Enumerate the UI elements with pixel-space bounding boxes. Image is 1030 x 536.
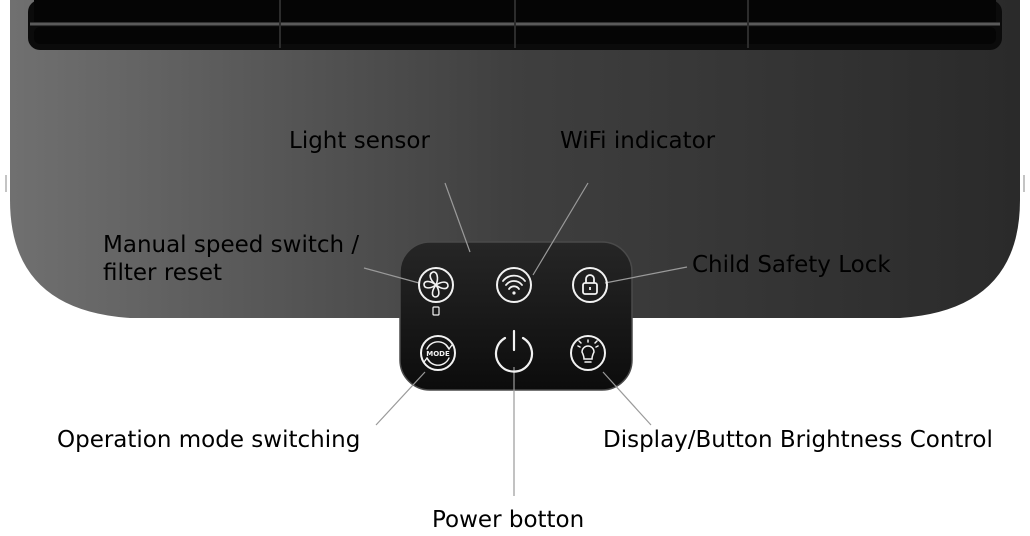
label-brightness-control: Display/Button Brightness Control [603,427,993,453]
label-manual-speed-line1: Manual speed switch / [103,232,360,258]
power-button[interactable] [494,329,534,373]
leader-line-operation-mode [375,371,426,426]
fan-icon [423,271,449,298]
leader-line-child-lock [604,266,688,284]
label-light-sensor: Light sensor [289,128,430,154]
wifi-button[interactable] [496,267,532,303]
fan-speed-button[interactable] [418,267,454,316]
leader-line-manual-speed [363,267,420,284]
wifi-icon [502,274,526,295]
label-manual-speed-switch: Manual speed switch / filter reset [103,231,359,287]
leader-lines [363,182,688,496]
mode-button-label: MODE [426,350,450,358]
filter-indicator-icon [432,306,440,316]
label-operation-mode: Operation mode switching [57,427,361,453]
brightness-button[interactable] [570,335,606,371]
label-manual-speed-line2: filter reset [103,260,223,286]
mode-cycle-icon [423,341,453,366]
light-bulb-icon [577,339,599,363]
power-icon [494,329,534,373]
label-child-safety-lock: Child Safety Lock [692,252,891,278]
leader-line-brightness [602,371,652,426]
air-vent [28,0,1002,50]
child-lock-button[interactable] [572,267,608,303]
label-wifi-indicator: WiFi indicator [560,128,716,154]
device-body [10,0,1020,318]
leader-line-light-sensor [444,182,471,253]
label-power-button: Power botton [432,507,585,533]
leader-line-wifi [532,182,589,276]
lock-icon [582,274,598,295]
mode-button[interactable]: MODE [420,335,456,371]
